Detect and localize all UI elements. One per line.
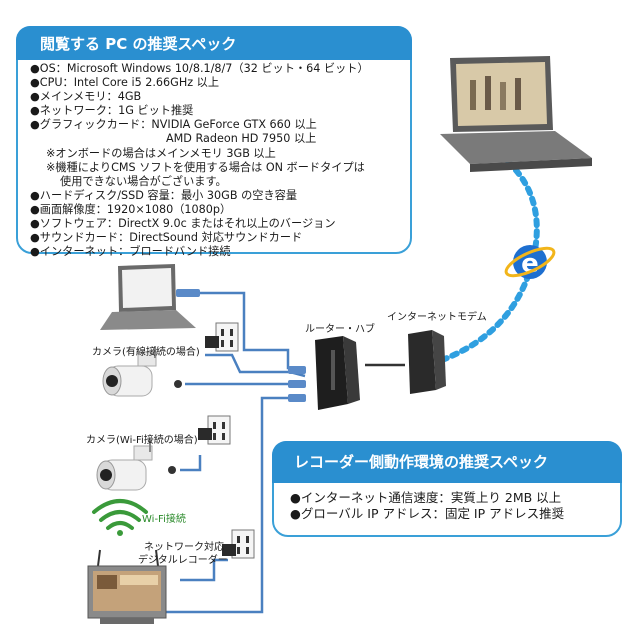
internet-link-dotted xyxy=(439,152,540,363)
power-outlet-icon xyxy=(205,322,239,352)
camera-wired-label: カメラ(有線接続の場合) xyxy=(92,347,200,358)
internet-explorer-icon: e xyxy=(504,245,556,279)
cable-plugs xyxy=(176,289,306,402)
cable-recorder xyxy=(148,396,305,614)
pc-spec-item: ●インターネット：ブロードバンド接続 xyxy=(30,245,231,259)
recorder-label-1: ネットワーク対応 xyxy=(144,542,224,553)
pc-spec-item: ●メインメモリ：4GB xyxy=(30,90,142,104)
pc-spec-item: ●ソフトウェア：DirectX 9.0c またはそれ以上のバージョン xyxy=(30,217,336,231)
wifi-icon xyxy=(92,499,148,536)
laptop-icon xyxy=(440,56,592,172)
cable-wifi-camera-power xyxy=(180,455,202,472)
pc-spec-panel xyxy=(16,26,412,254)
wifi-label: Wi-Fi接続 xyxy=(142,514,186,525)
pc-spec-item: ●サウンドカード：DirectSound 対応サウンドカード xyxy=(30,231,303,245)
pc-spec-item: ●ハードディスク/SSD 容量：最小 30GB の空き容量 xyxy=(30,188,298,202)
cable-recorder-power xyxy=(180,558,228,582)
pc-spec-item: ●OS：Microsoft Windows 10/8.1/8/7（32 ビット・… xyxy=(30,62,369,75)
pc-spec-title: 閲覧する PC の推奨スペック xyxy=(40,35,237,53)
recorder-spec-item: ●グローバル IP アドレス：固定 IP アドレス推奨 xyxy=(290,506,565,521)
camera-icon xyxy=(96,440,176,491)
recorder-label-2: デジタルレコーダー xyxy=(138,555,228,566)
pc-spec-item: AMD Radeon HD 7950 以上 xyxy=(166,132,317,146)
pc-spec-header xyxy=(16,26,412,60)
pc-spec-item: ●ネットワーク：1G ビット推奨 xyxy=(30,104,194,118)
pc-spec-item: ●CPU：Intel Core i5 2.66GHz 以上 xyxy=(30,76,220,90)
camera-wifi-label: カメラ(Wi-Fi接続の場合) xyxy=(86,435,198,446)
pc-spec-item: ※機種によりCMS ソフトを使用する場合は ON ボードタイプは xyxy=(46,160,365,174)
recorder-spec-header xyxy=(272,441,622,483)
modem-label: インターネットモデム xyxy=(387,312,487,323)
modem-icon xyxy=(408,330,446,394)
router-label: ルーター・ハブ xyxy=(305,324,375,335)
pc-spec-item: 使用できない場合がございます。 xyxy=(60,174,227,188)
pc-spec-item: ※オンボードの場合はメインメモリ 3GB 以上 xyxy=(46,146,276,160)
recorder-spec-item: ●インターネット通信速度：実質上り 2MB 以上 xyxy=(290,490,562,505)
pc-spec-item: ●画面解像度：1920×1080（1080p） xyxy=(30,202,232,216)
power-outlet-icon xyxy=(198,415,231,445)
pc-spec-item: ●グラフィックカード：NVIDIA GeForce GTX 660 以上 xyxy=(30,118,317,132)
recorder-spec-list: ●インターネット通信速度：実質上り 2MB 以上 ●グローバル IP アドレス：… xyxy=(290,490,564,522)
camera-icon xyxy=(102,346,182,397)
recorder-monitor-icon xyxy=(87,549,167,624)
recorder-spec-title: レコーダー側動作環境の推奨スペック xyxy=(294,453,548,471)
laptop-small-icon xyxy=(100,264,196,330)
power-outlet-icon xyxy=(222,529,255,559)
router-icon xyxy=(315,336,360,410)
pc-spec-list: ●OS：Microsoft Windows 10/8.1/8/7（32 ビット・… xyxy=(30,62,410,259)
